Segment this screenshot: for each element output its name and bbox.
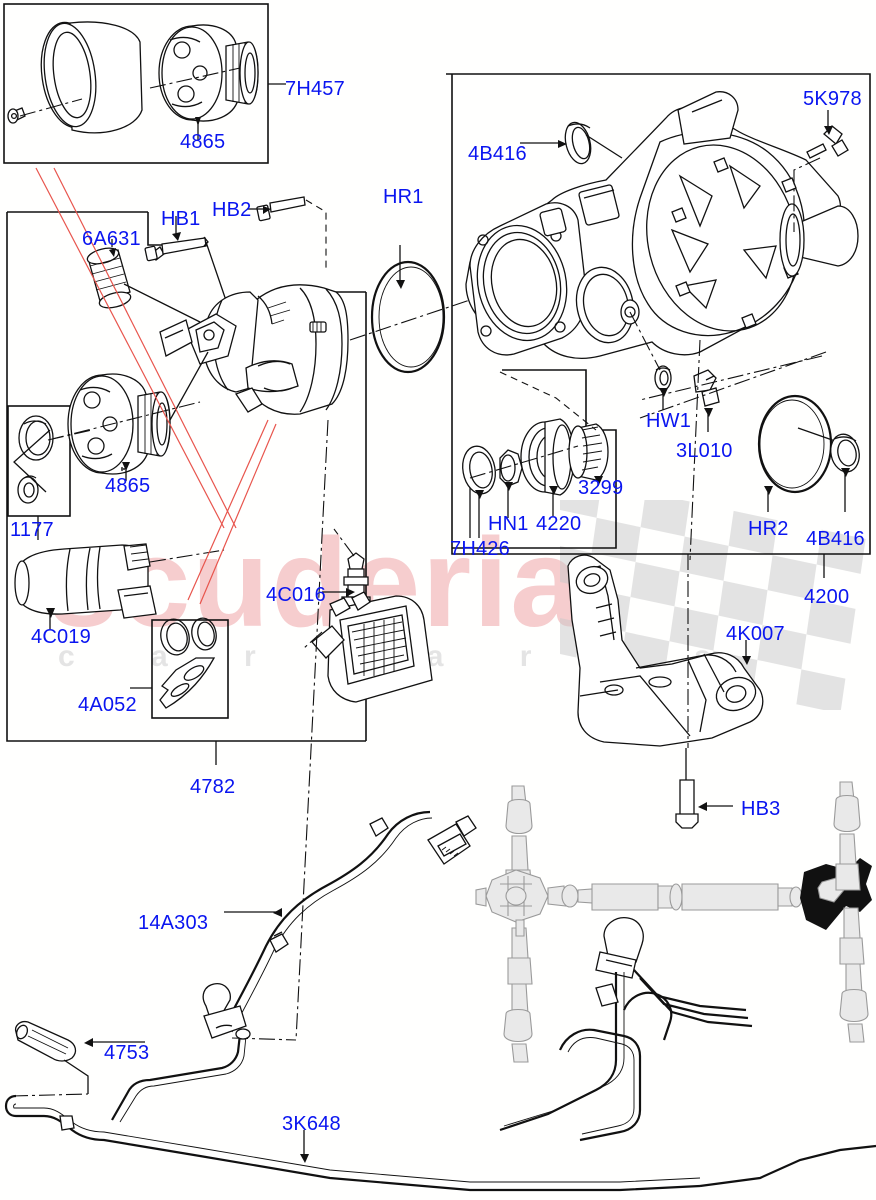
part-4200-differential	[465, 91, 860, 561]
part-4753-hose	[11, 1020, 145, 1097]
part-4C016-sensor	[303, 528, 433, 703]
part-6A631	[86, 239, 201, 323]
group-box-4A052	[130, 619, 229, 719]
part-4A052-gaskets	[159, 617, 217, 709]
label-HB3: HB3	[741, 798, 781, 820]
label-4C019: 4C019	[31, 626, 91, 648]
part-3K648-pipes	[4, 917, 876, 1192]
label-HR1: HR1	[383, 186, 424, 208]
part-1177-seal-kit	[13, 415, 93, 504]
part-HW1-washer	[654, 365, 672, 410]
label-3299: 3299	[578, 477, 624, 499]
group-box-1177	[7, 405, 71, 540]
part-4782-assembly	[13, 167, 433, 1041]
part-HB2-bolt	[247, 196, 327, 272]
part-4865-flange	[47, 351, 209, 481]
part-14A303-harness	[202, 810, 477, 1041]
label-4782: 4782	[190, 776, 236, 798]
part-4B416-seal-top	[520, 121, 623, 165]
label-7H457: 7H457	[285, 78, 345, 100]
label-4K007: 4K007	[726, 623, 785, 645]
part-clutch-housing	[159, 284, 349, 415]
label-4B416-bottom: 4B416	[806, 528, 865, 550]
part-HR2-oring	[757, 394, 839, 512]
part-3L010-plug	[693, 369, 720, 432]
label-4865-b: 4865	[105, 475, 151, 497]
label-4B416-top: 4B416	[468, 143, 527, 165]
part-4C019-motor	[14, 543, 225, 629]
label-1177: 1177	[10, 519, 54, 541]
part-4B416-seal-bottom	[830, 433, 860, 512]
label-4C016: 4C016	[266, 584, 326, 606]
label-4A052: 4A052	[78, 694, 137, 716]
label-HW1: HW1	[646, 410, 692, 432]
part-HB3-bolt	[675, 748, 733, 829]
label-HN1: HN1	[488, 513, 529, 535]
part-4K007-crossmember	[567, 554, 764, 748]
label-4200: 4200	[804, 586, 850, 608]
group-box-7H457	[3, 3, 286, 164]
label-3K648: 3K648	[282, 1113, 341, 1135]
label-14A303: 14A303	[138, 912, 209, 934]
group-box-4200	[446, 73, 871, 578]
label-4753: 4753	[104, 1042, 150, 1064]
label-5K978: 5K978	[803, 88, 862, 110]
part-HR1-oring	[349, 245, 471, 374]
label-4865-a: 4865	[180, 131, 226, 153]
driveline-ghost-art	[475, 781, 872, 1063]
label-4220: 4220	[536, 513, 582, 535]
part-7H457-coupling	[7, 21, 259, 141]
part-HB1-bolt	[144, 216, 233, 319]
label-7H426: 7H426	[450, 538, 510, 560]
label-6A631: 6A631	[82, 228, 141, 250]
label-HB1: HB1	[161, 208, 201, 230]
part-5K978-bolt	[793, 110, 849, 232]
label-HB2: HB2	[212, 199, 252, 221]
label-HR2: HR2	[748, 518, 789, 540]
label-3L010: 3L010	[676, 440, 733, 462]
part-7H426-bearing-kit	[462, 371, 609, 538]
